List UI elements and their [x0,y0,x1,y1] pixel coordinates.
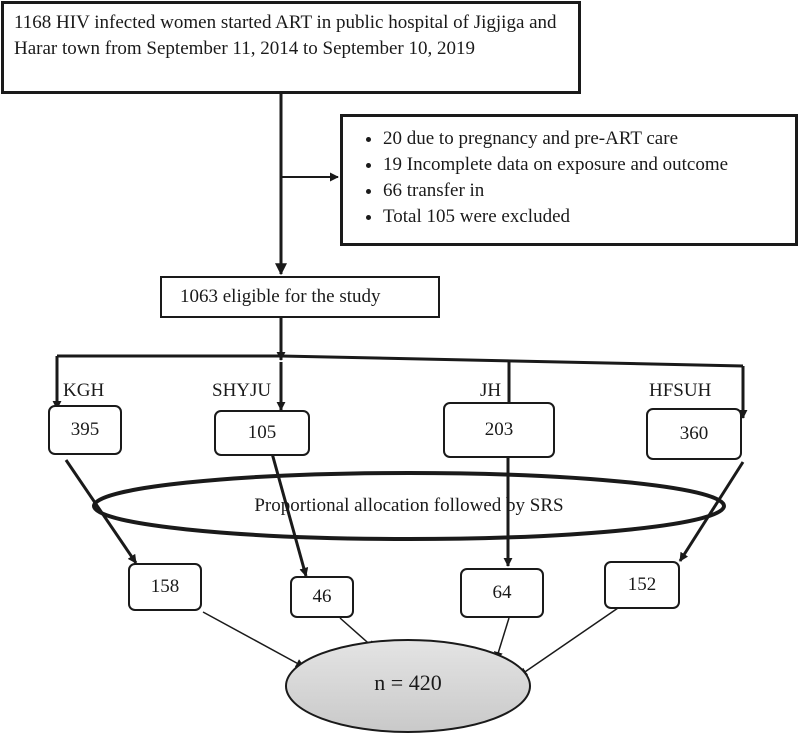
sample-value: 46 [312,586,332,607]
hospital-total-value: 203 [484,419,514,440]
exclusion-box: 20 due to pregnancy and pre-ART care 19 … [340,114,798,246]
enrollment-box: 1168 HIV infected women started ART in p… [1,1,581,94]
eligible-text: 1063 eligible for the study [180,286,381,307]
arrow-hfsuh-to-sample [678,461,745,562]
hospital-total-value: 360 [679,423,709,444]
allocation-ellipse [92,471,726,541]
hospital-total-jh: 203 [443,402,555,458]
exclusion-list: 20 due to pregnancy and pre-ART care 19 … [343,126,795,230]
hospital-label-shyju: SHYJU [212,380,272,401]
hospital-label-hfsuh: HFSUH [649,380,712,401]
sample-box-kgh: 158 [128,563,202,611]
arrow-shyju-to-sample [268,445,309,577]
sample-value: 158 [150,576,180,597]
allocation-text: Proportional allocation followed by SRS [254,495,564,516]
exclusion-item: 20 due to pregnancy and pre-ART care [383,126,795,152]
sample-box-shyju: 46 [290,576,354,618]
exclusion-item: 19 Incomplete data on exposure and outco… [383,152,795,178]
hospital-label-jh: JH [480,380,502,401]
eligible-box: 1063 eligible for the study [160,276,440,318]
sample-box-jh: 64 [460,568,544,618]
arrow-kgh-to-sample [64,459,138,564]
hospital-total-value: 105 [247,422,277,443]
hospital-total-value: 395 [70,419,100,440]
result-ellipse [285,639,531,733]
exclusion-item: Total 105 were excluded [383,204,795,230]
hospital-total-hfsuh: 360 [646,408,742,460]
sample-value: 64 [492,582,512,603]
result-text: n = 420 [374,670,442,695]
arrow-152-to-result [518,607,619,677]
exclusion-item: 66 transfer in [383,178,795,204]
sample-value: 152 [627,574,657,595]
hospital-total-kgh: 395 [48,405,122,455]
distribution-bar [57,354,744,368]
arrow-64-to-result [494,617,510,661]
hospital-total-shyju: 105 [214,410,310,456]
enrollment-text: 1168 HIV infected women started ART in p… [14,12,557,59]
hospital-label-kgh: KGH [63,380,105,401]
arrow-158-to-result [202,611,305,668]
sample-box-hfsuh: 152 [604,561,680,609]
